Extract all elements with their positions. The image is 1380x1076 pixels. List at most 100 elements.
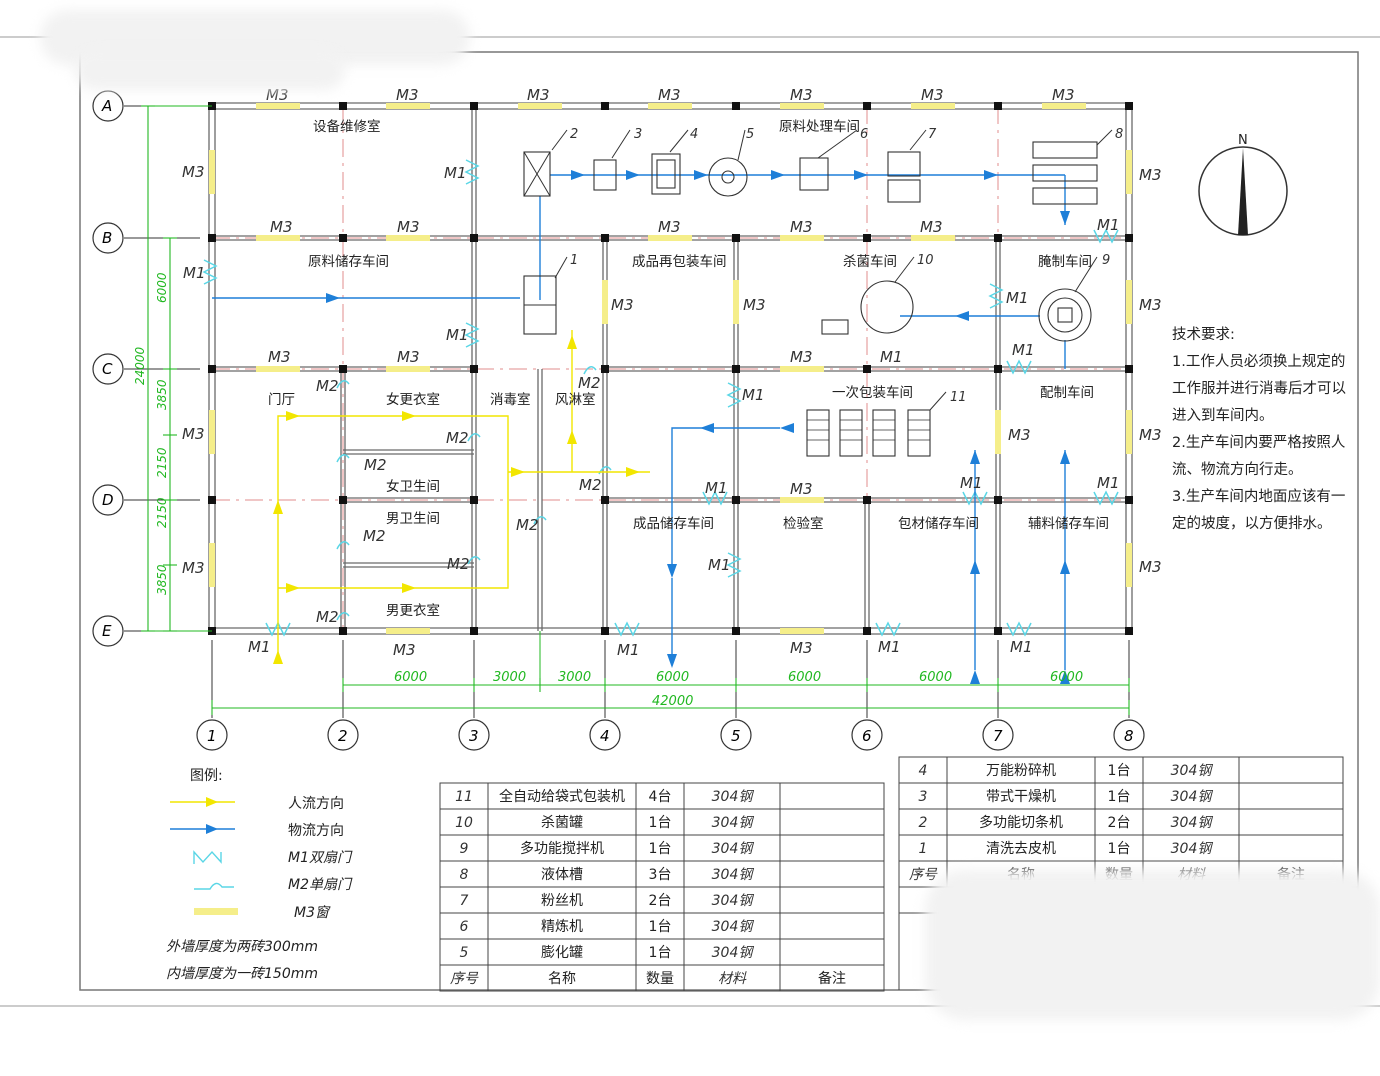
door-m1 bbox=[1093, 228, 1119, 244]
column bbox=[339, 365, 347, 373]
dim-label-bottom-3: 3000 bbox=[558, 670, 591, 685]
table-left-cell: 4台 bbox=[649, 789, 672, 805]
door-label-m1: M1 bbox=[617, 641, 640, 659]
blur-bottom-right bbox=[925, 870, 1380, 1020]
door-label-m1: M1 bbox=[1012, 341, 1035, 359]
equipment-8 bbox=[1032, 141, 1098, 159]
material-flow-arrow bbox=[571, 170, 585, 180]
table-right-cell: 序号 bbox=[909, 867, 938, 883]
column bbox=[470, 102, 478, 110]
door-label-m2: M2 bbox=[363, 527, 386, 545]
equipment-9-core bbox=[1057, 307, 1073, 323]
material-flow-arrow bbox=[854, 170, 868, 180]
table-left-cell: 5 bbox=[460, 945, 469, 961]
table-left-cell: 全自动给袋式包装机 bbox=[499, 788, 625, 805]
door-label-m1: M1 bbox=[446, 326, 469, 344]
window-h bbox=[911, 235, 955, 241]
window-label-m3: M3 bbox=[1139, 426, 1162, 444]
window-label-m3: M3 bbox=[182, 425, 205, 443]
column bbox=[732, 627, 740, 635]
equipment-number-6: 6 bbox=[860, 127, 868, 142]
door-m1 bbox=[875, 621, 901, 637]
table-left-cell: 6 bbox=[460, 919, 469, 935]
table-left-cell: 序号 bbox=[450, 971, 479, 987]
window-v bbox=[209, 543, 215, 587]
dim-label-bottom-2: 3000 bbox=[493, 670, 526, 685]
equipment-2-x bbox=[523, 151, 551, 197]
door-m1 bbox=[464, 159, 480, 185]
blur-top-left-2 bbox=[75, 50, 345, 90]
window-h bbox=[780, 235, 824, 241]
column bbox=[994, 627, 1002, 635]
column bbox=[863, 365, 871, 373]
dim-label-left-total: 24000 bbox=[133, 346, 147, 385]
door-label-m2: M2 bbox=[447, 555, 470, 573]
window-label-m3: M3 bbox=[1139, 558, 1162, 576]
leader-line bbox=[737, 129, 746, 161]
axis-bubble-2 bbox=[327, 719, 359, 751]
window-label-m3: M3 bbox=[268, 348, 291, 366]
dim-label-bottom-4: 6000 bbox=[656, 670, 689, 685]
equipment-10-b bbox=[821, 319, 849, 335]
column bbox=[994, 496, 1002, 504]
table-right-cell: 2台 bbox=[1108, 815, 1131, 831]
window-h bbox=[780, 628, 824, 634]
leader-line bbox=[894, 256, 915, 283]
axis-label-5: 5 bbox=[731, 727, 741, 745]
legend-person-flow: 人流方向 bbox=[288, 796, 344, 812]
window-v bbox=[733, 280, 739, 324]
material-flow-arrow bbox=[955, 311, 969, 321]
equipment-5-inner bbox=[721, 170, 735, 184]
material-flow-arrow bbox=[700, 423, 714, 433]
room-label-19: 男更衣室 bbox=[386, 602, 440, 619]
windows bbox=[209, 103, 1132, 634]
table-left-cell: 精炼机 bbox=[541, 919, 583, 935]
table-left-cell: 1台 bbox=[649, 945, 672, 961]
window-v bbox=[209, 150, 215, 194]
door-label-m2: M2 bbox=[578, 374, 601, 392]
window-label-m3: M3 bbox=[790, 86, 813, 104]
room-label-18: 辅料储存车间 bbox=[1028, 515, 1109, 532]
window-h bbox=[256, 235, 300, 241]
room-label-2: 原料处理车间 bbox=[779, 118, 860, 135]
room-label-1: 设备维修室 bbox=[313, 118, 381, 135]
door-m2 bbox=[336, 612, 350, 621]
table-left-cell: 304钢 bbox=[712, 867, 755, 883]
axis-label-6: 6 bbox=[862, 727, 872, 745]
door-label-m1: M1 bbox=[1097, 216, 1120, 234]
table-left-cell: 材料 bbox=[718, 971, 747, 987]
door-m2 bbox=[583, 366, 597, 375]
table-left-cell: 304钢 bbox=[712, 893, 755, 909]
person-flow-arrow bbox=[567, 430, 577, 444]
column bbox=[601, 496, 609, 504]
column bbox=[601, 102, 609, 110]
axis-label-D: D bbox=[102, 491, 114, 509]
equipment-number-11: 11 bbox=[950, 390, 967, 405]
column bbox=[732, 496, 740, 504]
column bbox=[339, 627, 347, 635]
walls bbox=[208, 102, 1133, 635]
window-label-m3: M3 bbox=[397, 218, 420, 236]
axis-label-7: 7 bbox=[993, 727, 1003, 745]
table-left-cell: 1台 bbox=[649, 841, 672, 857]
column bbox=[994, 365, 1002, 373]
door-m2 bbox=[598, 466, 612, 475]
leader-line bbox=[669, 129, 689, 153]
table-left-cell: 304钢 bbox=[712, 789, 755, 805]
door-m2 bbox=[336, 454, 350, 463]
table-right-cell: 304钢 bbox=[1171, 815, 1214, 831]
column bbox=[601, 365, 609, 373]
window-label-m3: M3 bbox=[1139, 166, 1162, 184]
equipment-number-1: 1 bbox=[570, 253, 578, 268]
door-label-m1: M1 bbox=[705, 479, 728, 497]
window-h bbox=[780, 103, 824, 109]
legend-material-flow: 物流方向 bbox=[288, 823, 344, 839]
note-inner-wall: 内墙厚度为一砖150mm bbox=[166, 966, 318, 982]
tech-requirements: 技术要求: 1.工作人员必须换上规定的工作服并进行消毒后才可以进入到车间内。 2… bbox=[1172, 322, 1347, 538]
room-label-7: 门厅 bbox=[268, 392, 295, 408]
flow-arrows bbox=[212, 170, 1070, 684]
window-label-m3: M3 bbox=[1008, 426, 1031, 444]
door-label-m2: M2 bbox=[316, 608, 339, 626]
equipment-number-5: 5 bbox=[746, 127, 754, 142]
